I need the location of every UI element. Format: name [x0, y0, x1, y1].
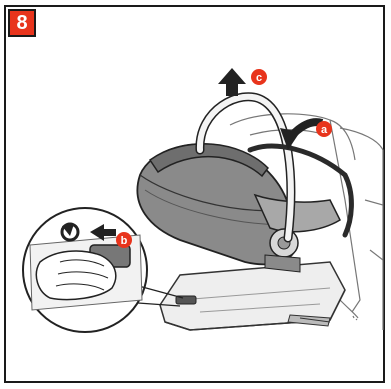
- marker-b: b: [116, 232, 132, 248]
- marker-a: a: [316, 121, 332, 137]
- hand: [36, 251, 115, 300]
- marker-b-label: b: [121, 235, 128, 247]
- marker-c: c: [251, 69, 267, 85]
- marker-a-label: a: [321, 124, 328, 136]
- isofix-base: [160, 262, 345, 330]
- lift-arrow-c: [218, 68, 246, 96]
- marker-c-label: c: [256, 72, 262, 84]
- infant-carrier: [137, 144, 340, 272]
